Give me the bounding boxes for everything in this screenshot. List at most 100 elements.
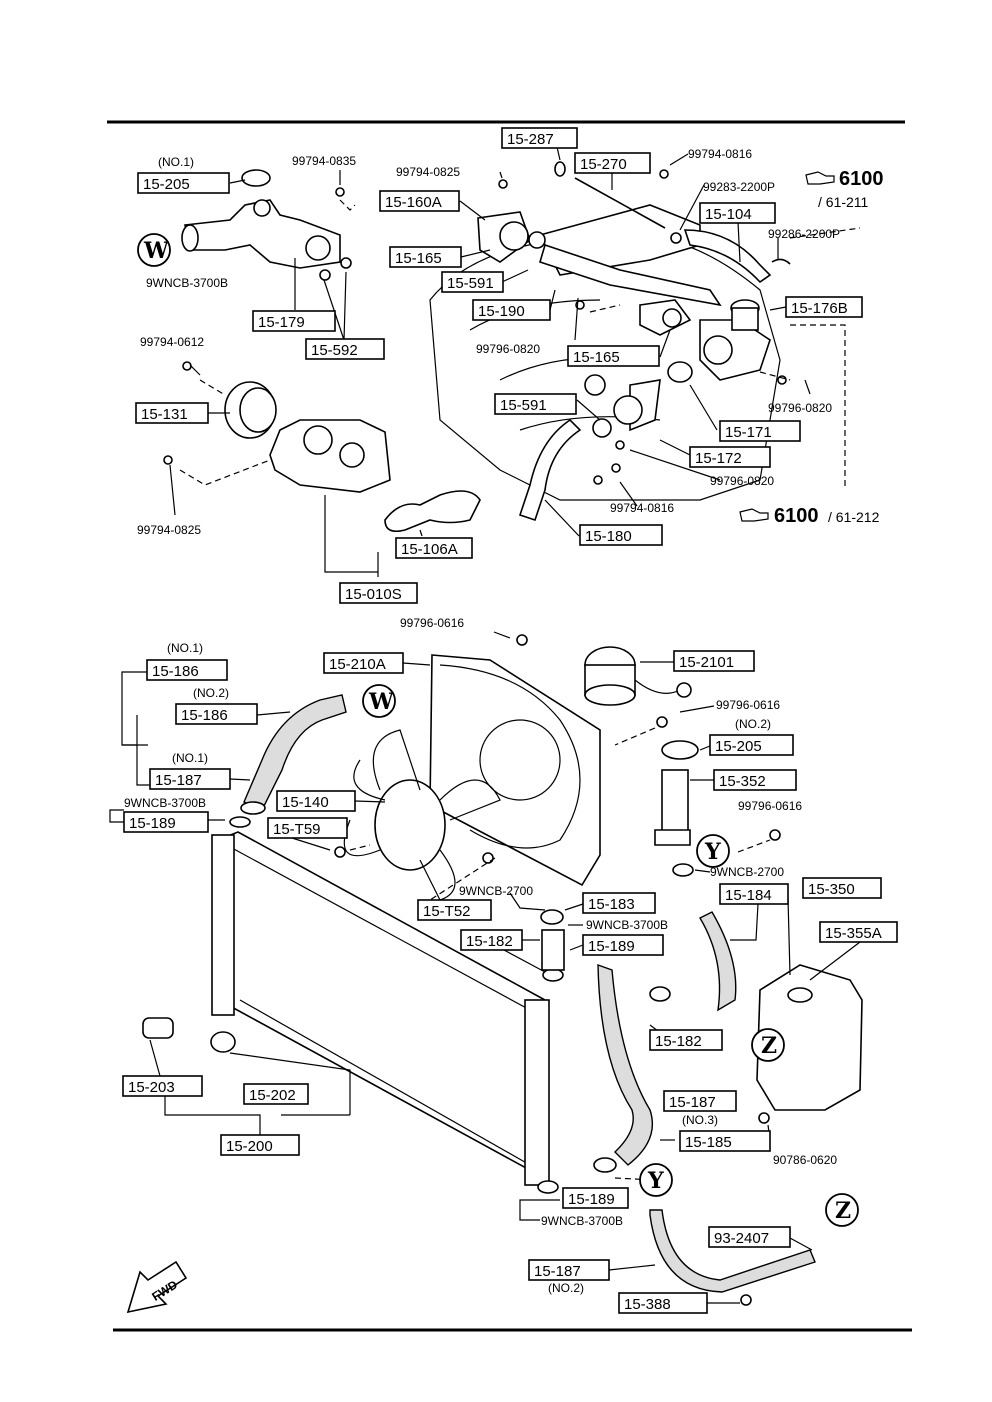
svg-text:/ 61-211: / 61-211 [818, 194, 869, 210]
pn-9WNCB-3700B-upper: 9WNCB-3700B [146, 276, 228, 290]
radiator-cap [661, 740, 699, 760]
callout-15-350: 15-350 [802, 877, 882, 899]
svg-text:15-179: 15-179 [258, 314, 305, 331]
callout-15-205-no2: 15-205 [709, 734, 794, 756]
callout-15-2101: 15-2101 [673, 650, 755, 672]
pn-9WNCB-3700B-left: 9WNCB-3700B [124, 796, 206, 810]
callout-15-591-lower: 15-591 [494, 393, 577, 415]
callout-15-179: 15-179 [252, 310, 336, 332]
note-15-187-no2: (NO.2) [548, 1281, 584, 1295]
callout-15-140: 15-140 [276, 790, 356, 812]
filler-neck [654, 769, 691, 846]
bolts-upper [163, 169, 787, 485]
coolant-reservoir [756, 964, 863, 1111]
pn-99796-0820-a: 99796-0820 [476, 342, 540, 356]
callout-15-190: 15-190 [472, 299, 551, 321]
svg-text:15-165: 15-165 [573, 349, 620, 366]
marker-w-upper: W [137, 233, 171, 267]
bolts-lower [334, 634, 781, 1124]
cooling-fan [343, 729, 501, 901]
pointing-hand-icon [805, 171, 835, 185]
svg-text:15-591: 15-591 [447, 275, 494, 292]
svg-text:15-185: 15-185 [685, 1134, 732, 1151]
callout-15-189-bottom: 15-189 [562, 1187, 629, 1209]
drain-and-mounts [142, 863, 694, 1194]
callout-15-182-right: 15-182 [649, 1029, 723, 1051]
callout-15-165-upper: 15-165 [389, 246, 462, 268]
callout-15-592: 15-592 [305, 338, 385, 360]
svg-text:15-176B: 15-176B [791, 300, 848, 317]
marker-z-upper: Z [751, 1028, 785, 1062]
reservoir-hose [699, 911, 737, 1012]
marker-z-lower: Z [825, 1193, 859, 1227]
callout-15-186-no1: 15-186 [146, 659, 228, 681]
pn-99283-2200P: 99283-2200P [703, 180, 775, 194]
water-outlet-left [181, 169, 352, 281]
pn-9WNCB-2700-right: 9WNCB-2700 [710, 865, 784, 879]
water-pipe-assembly [538, 177, 772, 307]
pn-99796-0820-c: 99796-0820 [710, 474, 774, 488]
callout-15-205-no1: 15-205 [137, 172, 230, 194]
upper-hose [229, 694, 347, 828]
svg-text:15-189: 15-189 [568, 1191, 615, 1208]
water-pump [224, 381, 391, 493]
pn-9WNCB-3700B-mid: 9WNCB-3700B [586, 918, 668, 932]
svg-text:Z: Z [835, 1198, 851, 1224]
svg-text:15-182: 15-182 [466, 933, 513, 950]
svg-text:15-131: 15-131 [141, 406, 188, 423]
callout-15-200: 15-200 [220, 1134, 300, 1156]
svg-text:15-189: 15-189 [588, 938, 635, 955]
pn-99794-0612: 99794-0612 [140, 335, 204, 349]
svg-text:15-205: 15-205 [715, 738, 762, 755]
svg-text:15-171: 15-171 [725, 424, 772, 441]
callout-15-187-no1: 15-187 [149, 768, 231, 790]
svg-text:/ 61-212: / 61-212 [828, 509, 880, 525]
note-15-205-no1: (NO.1) [158, 155, 194, 169]
svg-text:15-180: 15-180 [585, 528, 632, 545]
callout-15-352: 15-352 [713, 769, 797, 791]
svg-text:15-189: 15-189 [129, 815, 176, 832]
svg-text:15-165: 15-165 [395, 250, 442, 267]
callout-15-171: 15-171 [719, 420, 801, 442]
svg-text:15-2101: 15-2101 [679, 654, 734, 671]
pn-99796-0820-b: 99796-0820 [768, 401, 832, 415]
callout-15-202: 15-202 [243, 1083, 309, 1105]
leaders-lower [109, 631, 861, 1304]
callout-15-165-lower: 15-165 [567, 345, 660, 367]
pn-99796-0616-c: 99796-0616 [738, 799, 802, 813]
svg-text:W: W [143, 238, 169, 264]
callout-15-187-no2: 15-187 [528, 1259, 610, 1281]
svg-text:15-010S: 15-010S [345, 586, 402, 603]
svg-text:15-350: 15-350 [808, 881, 855, 898]
fwd-arrow: FWD [126, 1260, 188, 1314]
thermostat-housing [477, 211, 546, 263]
svg-text:15-200: 15-200 [226, 1138, 273, 1155]
callout-15-270: 15-270 [574, 152, 651, 174]
leaders-upper [169, 146, 861, 577]
svg-text:15-592: 15-592 [311, 342, 358, 359]
fan-shroud [429, 654, 601, 887]
callout-15-187-no3: 15-187 [663, 1090, 737, 1112]
note-15-186-no2: (NO.2) [193, 686, 229, 700]
svg-text:W: W [368, 689, 394, 715]
callout-15-591-upper: 15-591 [441, 271, 504, 293]
pn-99794-0816-bottom: 99794-0816 [610, 501, 674, 515]
callout-15-180: 15-180 [579, 524, 663, 546]
pointing-hand-icon [739, 508, 769, 522]
callout-15-355A: 15-355A [819, 921, 898, 943]
svg-text:15-186: 15-186 [152, 663, 199, 680]
callout-15-388: 15-388 [618, 1292, 708, 1314]
svg-text:6100: 6100 [839, 168, 884, 190]
svg-text:15-352: 15-352 [719, 773, 766, 790]
pn-99796-0616-a: 99796-0616 [400, 616, 464, 630]
radiator [211, 831, 550, 1186]
reference-6100-bottom: 6100 / 61-212 [739, 505, 880, 527]
pn-9WNCB-2700-left: 9WNCB-2700 [459, 884, 533, 898]
pn-9WNCB-3700B-bottom: 9WNCB-3700B [541, 1214, 623, 1228]
callout-15-106A: 15-106A [395, 537, 473, 559]
pn-99794-0816-top: 99794-0816 [688, 147, 752, 161]
svg-text:15-184: 15-184 [725, 887, 772, 904]
svg-text:15-140: 15-140 [282, 794, 329, 811]
callout-15-160A: 15-160A [379, 190, 460, 212]
note-15-187-no1: (NO.1) [172, 751, 208, 765]
